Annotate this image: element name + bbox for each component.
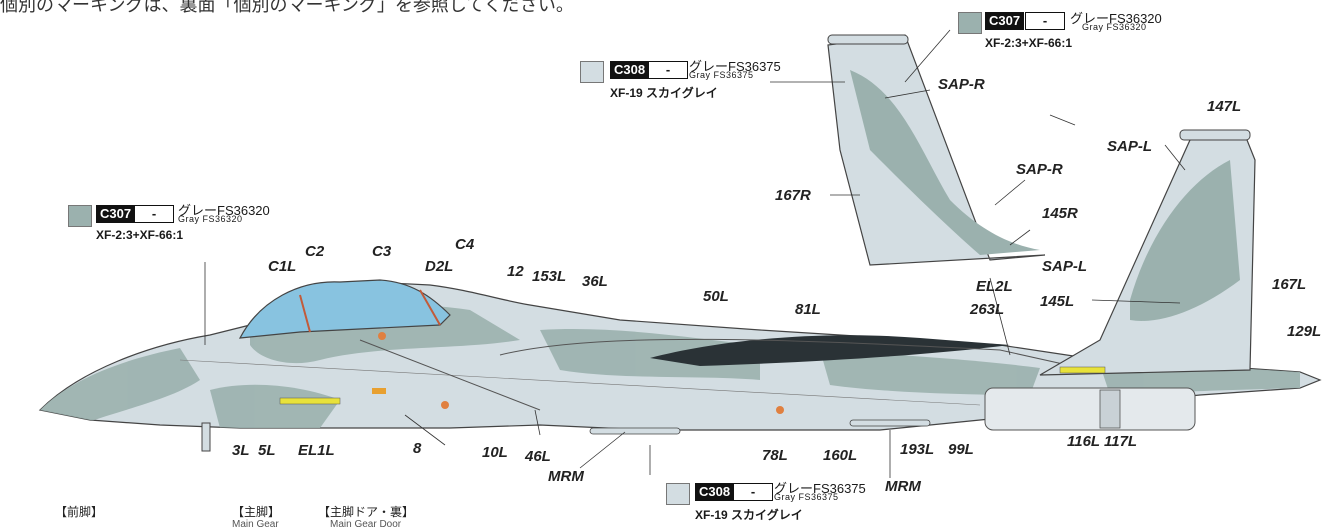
part-label: SAP-L [1042, 258, 1087, 275]
part-label: 193L [900, 441, 935, 458]
part-label: 46L [525, 448, 551, 465]
part-label: 145R [1042, 205, 1078, 222]
panel-line [359, 339, 541, 411]
part-label: 5L [258, 442, 276, 459]
main-door-heading: 【主脚ドア・裏】 [318, 505, 415, 519]
color-name-en: Gray FS36375 [689, 70, 754, 80]
part-label: 263L [970, 301, 1005, 318]
part-label: 99L [948, 441, 974, 458]
color-name-jp: グレーFS36375 [774, 481, 866, 496]
part-label: C2 [305, 243, 325, 260]
part-label: SAP-R [938, 76, 985, 93]
camo-patch [210, 384, 340, 428]
color-code-dash: - [648, 61, 688, 79]
part-label: 167L [1272, 276, 1307, 293]
missile-right [849, 419, 931, 427]
panel-line [179, 359, 981, 406]
color-chip-c308 [580, 61, 604, 83]
wing-camo [850, 70, 1040, 255]
part-label: 36L [582, 273, 608, 290]
main-gear-heading-en: Main Gear [232, 519, 279, 530]
engine-nozzle-ring [1099, 389, 1121, 429]
part-label: 129L [1287, 323, 1322, 340]
color-code: C307 [985, 12, 1025, 30]
part-label: SAP-R [1016, 161, 1063, 178]
part-label: 160L [823, 447, 858, 464]
color-chip-c307 [68, 205, 92, 227]
yellow-panel-rear [1059, 366, 1106, 374]
paint-mix: XF-2:3+XF-66:1 [96, 228, 184, 242]
color-code: C308 [610, 61, 650, 79]
color-code-dash: - [1025, 12, 1065, 30]
color-name-jp: グレーFS36320 [1070, 11, 1162, 26]
yellow-panel-front [279, 397, 341, 405]
wing-planform [827, 34, 1046, 266]
canopy-frame [299, 289, 441, 333]
camo-patch [40, 348, 200, 425]
top-note: 個別のマーキングは、裏面「個別のマーキング」を参照してください。 [0, 0, 574, 15]
paint-mix: XF-19 スカイグレイ [695, 508, 803, 522]
part-label: 81L [795, 301, 821, 318]
part-label: 3L [232, 442, 250, 459]
color-code-dash: - [134, 205, 174, 223]
tail-cap [1179, 129, 1251, 141]
color-name-jp: グレーFS36320 [178, 203, 270, 218]
paint-mix: XF-19 スカイグレイ [610, 86, 718, 100]
part-label: 116L [1067, 433, 1101, 450]
color-chip-c308 [666, 483, 690, 505]
canopy [238, 279, 451, 339]
orange-marking [441, 401, 449, 409]
part-label: 145L [1040, 293, 1075, 310]
part-label: D2L [425, 258, 454, 275]
wing-root [499, 338, 1091, 371]
part-label: 147L [1207, 98, 1242, 115]
color-name-jp: グレーFS36375 [689, 59, 781, 74]
part-label: 12 [507, 263, 524, 280]
engine-nozzle [984, 387, 1196, 431]
part-label: 50L [703, 288, 729, 305]
part-label: C1L [268, 258, 297, 275]
tail-camo [1130, 160, 1240, 321]
orange-marking [372, 388, 386, 394]
part-label: 78L [762, 447, 788, 464]
color-name-en: Gray FS36375 [774, 492, 839, 502]
part-label: 117L [1104, 433, 1138, 450]
dorsal-stripe [650, 335, 1010, 366]
color-code-dash: - [733, 483, 773, 501]
part-label: 8 [413, 440, 422, 457]
missile-left [589, 427, 681, 435]
paint-mix: XF-2:3+XF-66:1 [985, 36, 1073, 50]
camo-patch [820, 350, 1040, 395]
front-gear-heading: 【前脚】 [55, 505, 104, 519]
part-label: EL1L [298, 442, 335, 459]
part-label: 167R [775, 187, 811, 204]
color-code: C308 [695, 483, 735, 501]
part-label: MRM [885, 478, 921, 495]
orange-marking [776, 406, 784, 414]
main-gear-heading: 【主脚】 [232, 505, 281, 519]
part-label: 10L [482, 444, 508, 461]
part-label: EL2L [976, 278, 1013, 295]
main-door-heading-en: Main Gear Door [330, 519, 402, 530]
orange-marking [378, 332, 386, 340]
part-label: MRM [548, 468, 584, 485]
color-name-en: Gray FS36320 [178, 214, 243, 224]
color-chip-c307 [958, 12, 982, 34]
color-name-en: Gray FS36320 [1082, 22, 1147, 32]
part-label: SAP-L [1107, 138, 1152, 155]
color-code: C307 [96, 205, 136, 223]
wing-tip-rail [827, 34, 909, 45]
part-label: C3 [372, 243, 392, 260]
part-label: C4 [455, 236, 475, 253]
nose-gear [201, 422, 211, 452]
part-label: 153L [532, 268, 567, 285]
